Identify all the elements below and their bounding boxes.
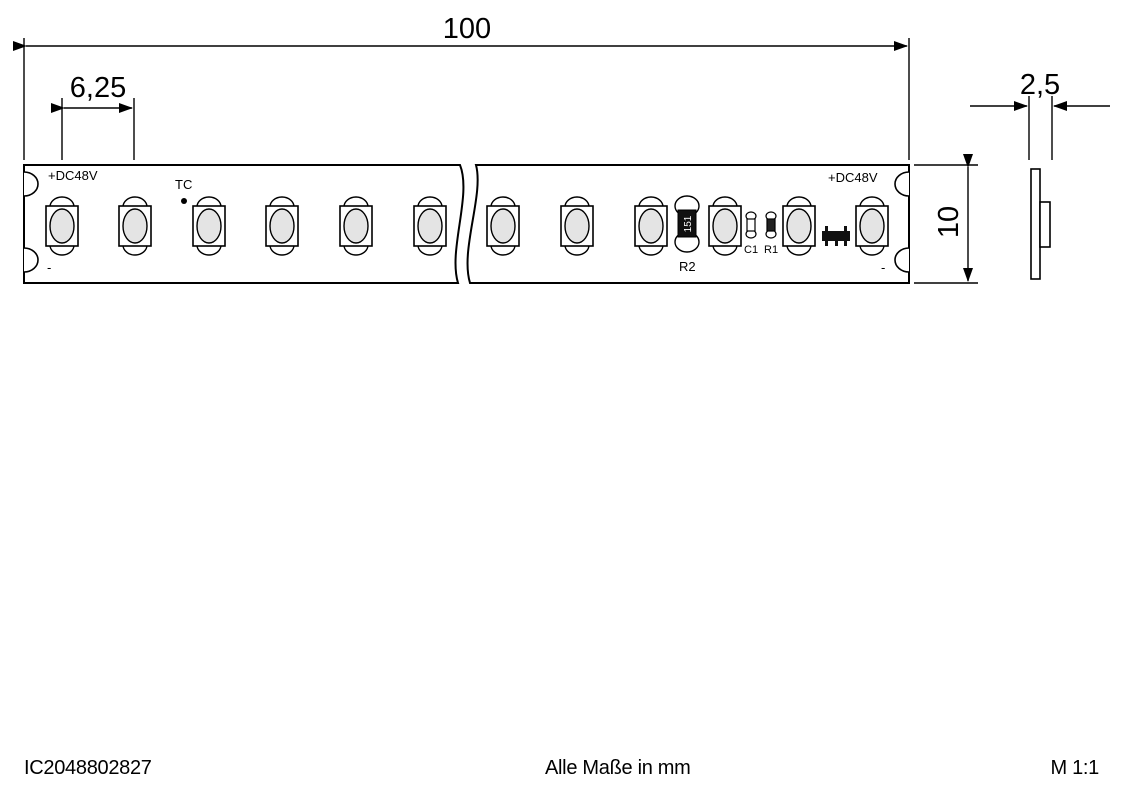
led-row	[45, 196, 889, 256]
led-10	[708, 196, 742, 256]
voltage-label-left: +DC48V	[48, 168, 98, 183]
solder-pads	[23, 171, 910, 273]
c1-label: C1	[744, 244, 758, 256]
led-12	[855, 196, 889, 256]
led-9	[634, 196, 668, 256]
led-11	[782, 196, 816, 256]
r1-label: R1	[764, 244, 778, 256]
led-7	[486, 196, 520, 256]
length-dimension	[13, 38, 910, 160]
thickness-value: 2,5	[1020, 69, 1060, 101]
led-2	[118, 196, 152, 256]
article-number: IC2048802827	[24, 757, 152, 779]
tc-point	[181, 198, 187, 204]
pitch-dimension	[51, 98, 135, 160]
side-view	[1030, 168, 1051, 280]
resistor-r2: 151	[674, 195, 700, 253]
minus-label-left: -	[47, 260, 51, 275]
led-4	[265, 196, 299, 256]
capacitor-c1	[745, 211, 757, 239]
tc-label: TC	[175, 177, 192, 192]
r2-label: R2	[679, 259, 696, 274]
led-1	[45, 196, 79, 256]
width-value: 10	[933, 206, 965, 238]
pitch-value: 6,25	[70, 72, 126, 104]
led-8	[560, 196, 594, 256]
voltage-label-right: +DC48V	[828, 170, 878, 185]
resistor-r1	[765, 211, 777, 239]
width-dimension	[914, 154, 978, 284]
minus-label-right: -	[881, 260, 885, 275]
scale-label: M 1:1	[1050, 757, 1099, 779]
length-value: 100	[443, 13, 491, 45]
led-6	[413, 196, 447, 256]
thickness-dimension	[970, 96, 1110, 160]
units-note: Alle Maße in mm	[545, 757, 691, 779]
led-5	[339, 196, 373, 256]
driver-ic	[822, 226, 850, 246]
led-3	[192, 196, 226, 256]
r2-code: 151	[683, 215, 694, 232]
